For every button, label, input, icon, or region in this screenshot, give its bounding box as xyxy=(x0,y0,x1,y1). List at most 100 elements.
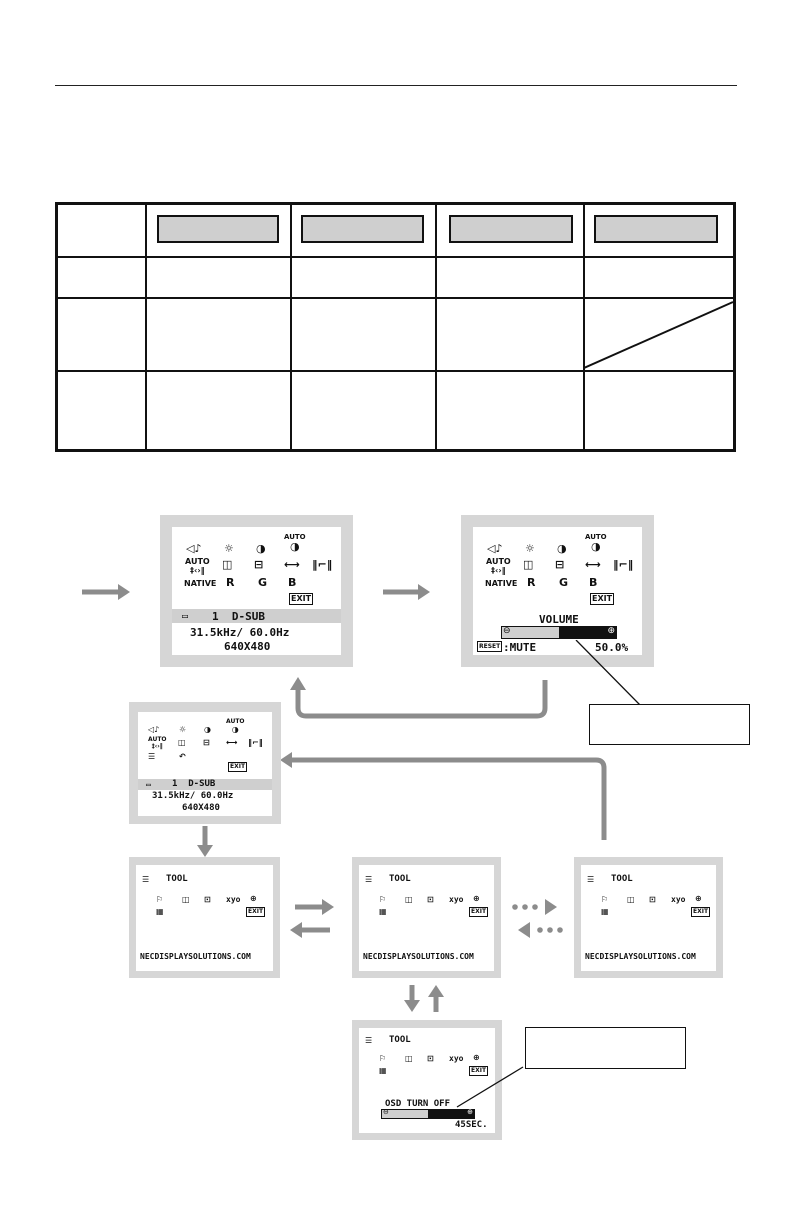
contrast-icon[interactable]: ◑ xyxy=(256,542,266,555)
brightness-icon[interactable]: ☼ xyxy=(525,542,535,555)
osd-lock-icon[interactable]: ⊡ xyxy=(204,895,211,904)
ddc-icon[interactable]: ▦ xyxy=(379,907,387,916)
native-icon[interactable]: NATIVE xyxy=(184,579,217,588)
tool-title: TOOL xyxy=(166,874,188,884)
volume-icon[interactable]: ◁♪ xyxy=(186,542,202,555)
table-border-bottom xyxy=(55,449,736,452)
tool-icon: ☰ xyxy=(365,1036,373,1045)
osd-lock-icon[interactable]: ⊡ xyxy=(427,1054,434,1063)
fine-icon[interactable]: ‖⌐‖ xyxy=(312,558,333,571)
table-col-line xyxy=(435,202,437,452)
down-up-icon[interactable]: ⊟ xyxy=(254,558,264,571)
zoom-icon[interactable]: ⊕ xyxy=(250,894,257,903)
xyo-icon[interactable]: xyo xyxy=(226,895,241,904)
tool-icon: ☰ xyxy=(365,875,373,884)
native-icon[interactable]: NATIVE xyxy=(485,579,518,588)
down-up-icon[interactable]: ⊟ xyxy=(555,558,565,571)
osd-turn-off-value: 45SEC. xyxy=(455,1120,488,1130)
language-icon[interactable]: ⚐ xyxy=(379,1054,387,1063)
zoom-icon[interactable]: ⊕ xyxy=(695,894,702,903)
input-bar xyxy=(172,609,341,623)
ddc-icon[interactable]: ▦ xyxy=(156,907,164,916)
auto-adjust-size-icon[interactable]: AUTO‡‹›‖ xyxy=(148,736,167,750)
brightness-icon[interactable]: ☼ xyxy=(224,542,234,555)
tool-icon[interactable]: ☰ xyxy=(148,752,156,761)
contrast-icon[interactable]: ◑ xyxy=(557,542,567,555)
volume-screen: ◁♪ ☼ ◑ AUTO◑ AUTO‡‹›‖ ◫ ⊟ ⟷ ‖⌐‖ NATIVE R… xyxy=(461,515,654,667)
table-row-line xyxy=(55,297,736,299)
h-size-icon[interactable]: ⟷ xyxy=(585,558,601,571)
left-right-icon[interactable]: ◫ xyxy=(523,558,534,571)
fine-icon[interactable]: ‖⌐‖ xyxy=(248,738,263,747)
auto-adjust-size-icon[interactable]: AUTO‡‹›‖ xyxy=(185,557,210,575)
red-icon[interactable]: R xyxy=(527,576,536,589)
osd-position-icon[interactable]: ◫ xyxy=(627,895,635,904)
exit-icon[interactable]: EXIT xyxy=(228,762,248,772)
reset-arrow-icon[interactable]: ↶ xyxy=(179,752,186,761)
xyo-icon[interactable]: xyo xyxy=(449,1054,464,1063)
language-icon[interactable]: ⚐ xyxy=(379,895,387,904)
tool-display-1: ☰ TOOL ⚐ ◫ ⊡ xyo ⊕ ▦ EXIT NECDISPLAYSOLU… xyxy=(136,865,273,971)
osd-position-icon[interactable]: ◫ xyxy=(405,895,413,904)
table-col-line xyxy=(290,202,292,452)
plus-icon: ⊕ xyxy=(607,626,615,636)
zoom-icon[interactable]: ⊕ xyxy=(473,1053,480,1062)
h-size-icon[interactable]: ⟷ xyxy=(226,738,238,747)
volume-slider-fill xyxy=(502,627,559,638)
osd-lock-icon[interactable]: ⊡ xyxy=(649,895,656,904)
tool-title: TOOL xyxy=(611,874,633,884)
auto-adjust-icon[interactable]: AUTO◑ xyxy=(284,533,306,553)
ddc-icon[interactable]: ▦ xyxy=(601,907,609,916)
h-size-icon[interactable]: ⟷ xyxy=(284,558,300,571)
exit-icon[interactable]: EXIT xyxy=(590,593,615,605)
exit-icon[interactable]: EXIT xyxy=(289,593,314,605)
red-icon[interactable]: R xyxy=(226,576,235,589)
fine-icon[interactable]: ‖⌐‖ xyxy=(613,558,634,571)
tool-screen-3: ☰ TOOL ⚐ ◫ ⊡ xyo ⊕ ▦ EXIT NECDISPLAYSOLU… xyxy=(574,857,723,978)
auto-adjust-icon[interactable]: AUTO◑ xyxy=(226,718,245,734)
auto-adjust-size-icon[interactable]: AUTO‡‹›‖ xyxy=(486,557,511,575)
language-icon[interactable]: ⚐ xyxy=(156,895,164,904)
xyo-icon[interactable]: xyo xyxy=(449,895,464,904)
blue-icon[interactable]: B xyxy=(288,576,297,589)
auto-adjust-icon[interactable]: AUTO◑ xyxy=(585,533,607,553)
minus-icon: ⊖ xyxy=(383,1108,389,1116)
input-label: 1 D-SUB xyxy=(212,610,265,623)
language-icon[interactable]: ⚐ xyxy=(601,895,609,904)
green-icon[interactable]: G xyxy=(258,576,268,589)
down-up-icon[interactable]: ⊟ xyxy=(203,738,210,747)
auto-label: AUTO xyxy=(148,736,167,743)
auto-label: AUTO xyxy=(185,557,210,566)
volume-icon[interactable]: ◁♪ xyxy=(487,542,503,555)
auto-label: AUTO xyxy=(284,533,306,541)
plus-icon: ⊕ xyxy=(467,1108,473,1116)
volume-slider[interactable]: ⊖ ⊕ xyxy=(501,626,617,639)
green-icon[interactable]: G xyxy=(559,576,569,589)
zoom-icon[interactable]: ⊕ xyxy=(473,894,480,903)
left-right-icon[interactable]: ◫ xyxy=(178,738,186,747)
osd-position-icon[interactable]: ◫ xyxy=(182,895,190,904)
brightness-icon[interactable]: ☼ xyxy=(179,725,187,734)
volume-icon[interactable]: ◁♪ xyxy=(148,725,160,734)
osd-lock-icon[interactable]: ⊡ xyxy=(427,895,434,904)
left-right-icon[interactable]: ◫ xyxy=(222,558,233,571)
ddc-icon[interactable]: ▦ xyxy=(379,1066,387,1075)
exit-icon[interactable]: EXIT xyxy=(469,1066,489,1076)
minus-icon: ⊖ xyxy=(503,626,511,636)
exit-icon[interactable]: EXIT xyxy=(691,907,711,917)
osd-turn-off-display: ☰ TOOL ⚐ ◫ ⊡ xyo ⊕ ▦ EXIT OSD TURN OFF ⊖… xyxy=(359,1028,495,1133)
xyo-icon[interactable]: xyo xyxy=(671,895,686,904)
osd-position-icon[interactable]: ◫ xyxy=(405,1054,413,1063)
osd-turn-off-slider[interactable]: ⊖ ⊕ xyxy=(381,1108,475,1119)
input-bar xyxy=(138,779,272,790)
reset-icon[interactable]: RESET xyxy=(477,641,503,652)
exit-icon[interactable]: EXIT xyxy=(469,907,489,917)
auto-label: AUTO xyxy=(226,718,245,725)
exit-icon[interactable]: EXIT xyxy=(246,907,266,917)
blue-icon[interactable]: B xyxy=(589,576,598,589)
key-box-4 xyxy=(594,215,718,243)
main-menu-display: ◁♪ ☼ ◑ AUTO◑ AUTO‡‹›‖ ◫ ⊟ ⟷ ‖⌐‖ NATIVE R… xyxy=(172,527,341,655)
contrast-icon[interactable]: ◑ xyxy=(204,725,211,734)
table-diagonal xyxy=(584,301,734,369)
